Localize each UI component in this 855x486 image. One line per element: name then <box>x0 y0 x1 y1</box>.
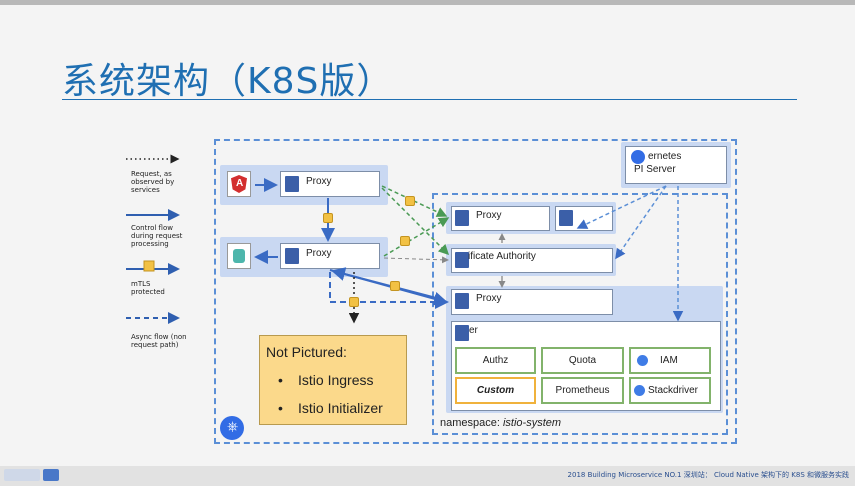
legend-request-label: Request, as observed by services <box>131 170 175 194</box>
adapter-custom: Custom <box>455 377 536 404</box>
ca-card <box>451 248 613 273</box>
namespace-prefix: namespace: <box>440 417 503 429</box>
mixer-label: er <box>469 325 478 336</box>
note-heading: Not Pictured: <box>266 344 347 360</box>
proxy-b-label: Proxy <box>306 248 332 259</box>
adapter-authz: Authz <box>455 347 536 374</box>
mixer-proxy-card <box>451 289 613 315</box>
service-b-icon <box>233 249 245 263</box>
k8s-api-label-2: PI Server <box>634 164 676 175</box>
proxy-a-label: Proxy <box>306 176 332 187</box>
envoy-icon <box>455 293 469 309</box>
legend-control-label: Control flow during request processing <box>131 224 183 248</box>
pilot-proxy-label: Proxy <box>476 210 502 221</box>
namespace-label: namespace: istio-system <box>440 417 561 429</box>
kubernetes-logo-icon <box>220 416 244 440</box>
kubernetes-icon <box>631 150 645 164</box>
mixer-proxy-label: Proxy <box>476 293 502 304</box>
adapter-stackdriver: Stackdriver <box>648 385 699 396</box>
pilot-icon <box>559 210 573 226</box>
gcp-icon <box>637 355 648 366</box>
angular-icon <box>231 175 247 193</box>
ca-label: ificate Authority <box>468 251 536 262</box>
mtls-lock-icon <box>400 236 410 246</box>
adapter-quota: Quota <box>541 347 624 374</box>
stackdriver-icon <box>634 385 645 396</box>
envoy-icon <box>285 248 299 264</box>
footer-bar <box>0 466 855 486</box>
note-bullet: • <box>278 400 283 416</box>
helm-glyph: ⎈ <box>227 418 239 434</box>
page-title: 系统架构（K8S版） <box>62 61 394 102</box>
envoy-icon <box>455 210 469 226</box>
ca-icon <box>455 252 469 268</box>
note-item-ingress: Istio Ingress <box>298 372 374 388</box>
angular-letter: A <box>236 178 244 189</box>
adapter-iam: IAM <box>660 355 678 366</box>
cluster-boundary <box>214 139 737 444</box>
top-bar <box>0 0 855 5</box>
adapter-prometheus: Prometheus <box>541 377 624 404</box>
mtls-lock-icon <box>323 213 333 223</box>
mtls-lock-icon <box>349 297 359 307</box>
footer-event-text: 2018 Building Microservice NO.1 深圳站： Clo… <box>567 471 849 479</box>
legend-async-label: Async flow (non request path) <box>131 333 187 349</box>
mixer-icon <box>455 325 469 341</box>
istio-system-namespace <box>432 193 728 435</box>
legend-mtls-label: mTLS protected <box>131 280 165 296</box>
k8s-api-label-1: ernetes <box>648 151 682 162</box>
mtls-lock-icon <box>390 281 400 291</box>
namespace-name: istio-system <box>502 417 562 429</box>
note-item-initializer: Istio Initializer <box>298 400 383 416</box>
envoy-icon <box>285 176 299 192</box>
legend-arrows <box>126 154 180 324</box>
note-bullet: • <box>278 372 283 388</box>
footer-logo-right <box>43 469 59 481</box>
footer-logo-left <box>4 469 40 481</box>
not-pictured-note: Not Pictured: • Istio Ingress • Istio In… <box>259 335 407 425</box>
mtls-lock-icon <box>405 196 415 206</box>
title-divider <box>62 99 797 100</box>
